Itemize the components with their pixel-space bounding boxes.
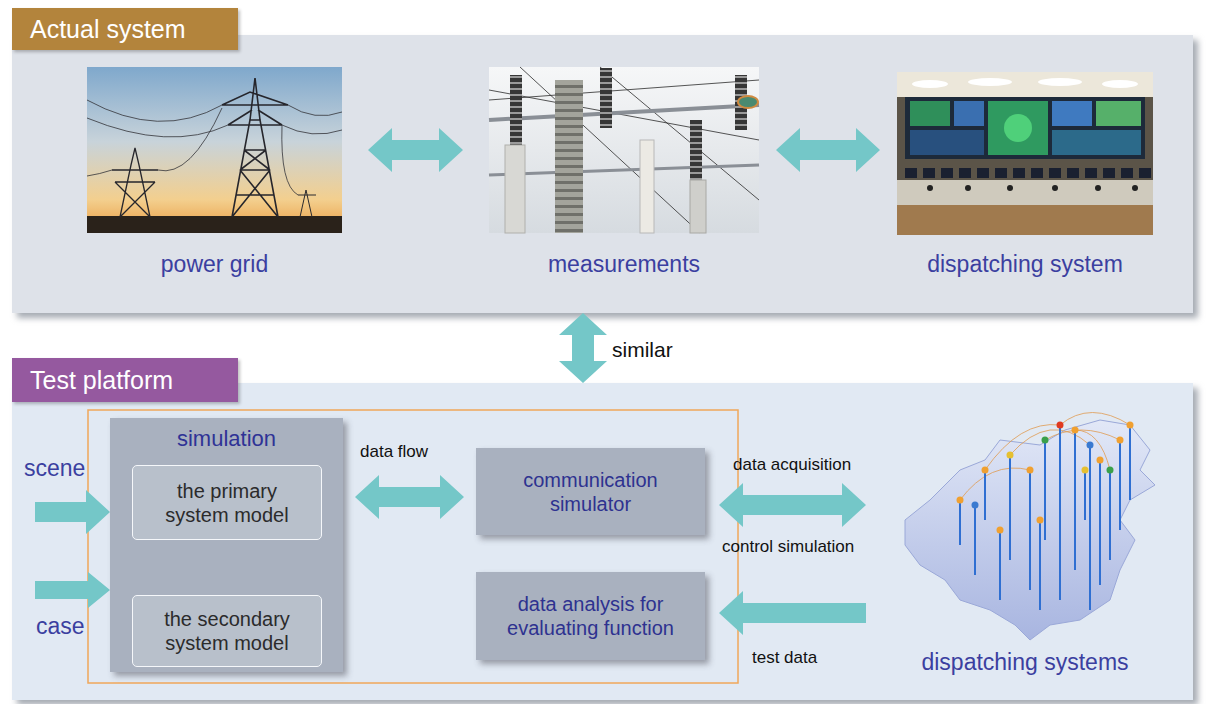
double-arrow [776, 128, 880, 172]
china-map [905, 413, 1155, 641]
simulation-box: simulation the primary system model the se… [110, 418, 343, 672]
power-grid-photo [87, 67, 342, 233]
input-arrow [35, 490, 110, 534]
edge-label-holder: data flow [360, 442, 428, 462]
platform-frame [88, 410, 738, 683]
edge-label: test data [752, 648, 817, 668]
edge-label-holder: test data [752, 648, 817, 668]
system-panel: Actual systempower gridmeasurementsdispa… [12, 35, 1193, 313]
photo-panel: power grid [87, 67, 342, 277]
box-label: communication simulator [500, 468, 681, 516]
photo-panel: dispatching system [897, 67, 1153, 277]
input-arrow [35, 572, 110, 608]
edge-label: data flow [360, 442, 428, 462]
panel-ground [12, 35, 1193, 313]
double-arrow [355, 475, 464, 519]
box-label: data analysis for evaluating function [500, 592, 681, 640]
arrow [719, 591, 866, 635]
double-arrow [719, 483, 866, 527]
label-holder: control simulation [722, 537, 854, 557]
edge-label: data acquisition [733, 455, 851, 475]
process-box: communication simulator [476, 448, 705, 535]
photo-caption: measurements [548, 251, 700, 277]
label-holder: scene [24, 455, 85, 482]
process-box: data analysis for evaluating function [476, 572, 705, 660]
photo-panel: measurements [489, 67, 759, 277]
box-label: the secondary system model [155, 607, 299, 655]
control-room-photo [897, 72, 1153, 235]
edge-label-holder: similar [612, 338, 673, 362]
edge-label: similar [612, 338, 673, 362]
photo-caption: dispatching systems [921, 649, 1128, 675]
double-arrow [368, 128, 463, 172]
edge-label-holder: data acquisition [733, 455, 851, 475]
photo-caption: dispatching system [927, 251, 1123, 277]
signal-label: control simulation [722, 537, 854, 557]
box-label: the primary system model [155, 479, 299, 527]
input-label: case [36, 613, 85, 640]
system-panel: Test platformsimulationthe primary syste… [12, 383, 1193, 700]
panel-ground [12, 383, 1193, 700]
panel-tab: Test platform [12, 358, 238, 402]
label-holder: case [36, 613, 85, 640]
photo-caption: power grid [161, 251, 268, 277]
model-box: the secondary system model [132, 595, 322, 667]
box-title: simulation [110, 418, 343, 452]
map-panel: dispatching systems [880, 410, 1170, 675]
substation-photo [489, 67, 759, 233]
double-arrow [559, 313, 607, 383]
input-label: scene [24, 455, 85, 482]
model-box: the primary system model [132, 465, 322, 540]
panel-shadow [17, 40, 1198, 318]
panel-tab: Actual system [12, 8, 238, 50]
